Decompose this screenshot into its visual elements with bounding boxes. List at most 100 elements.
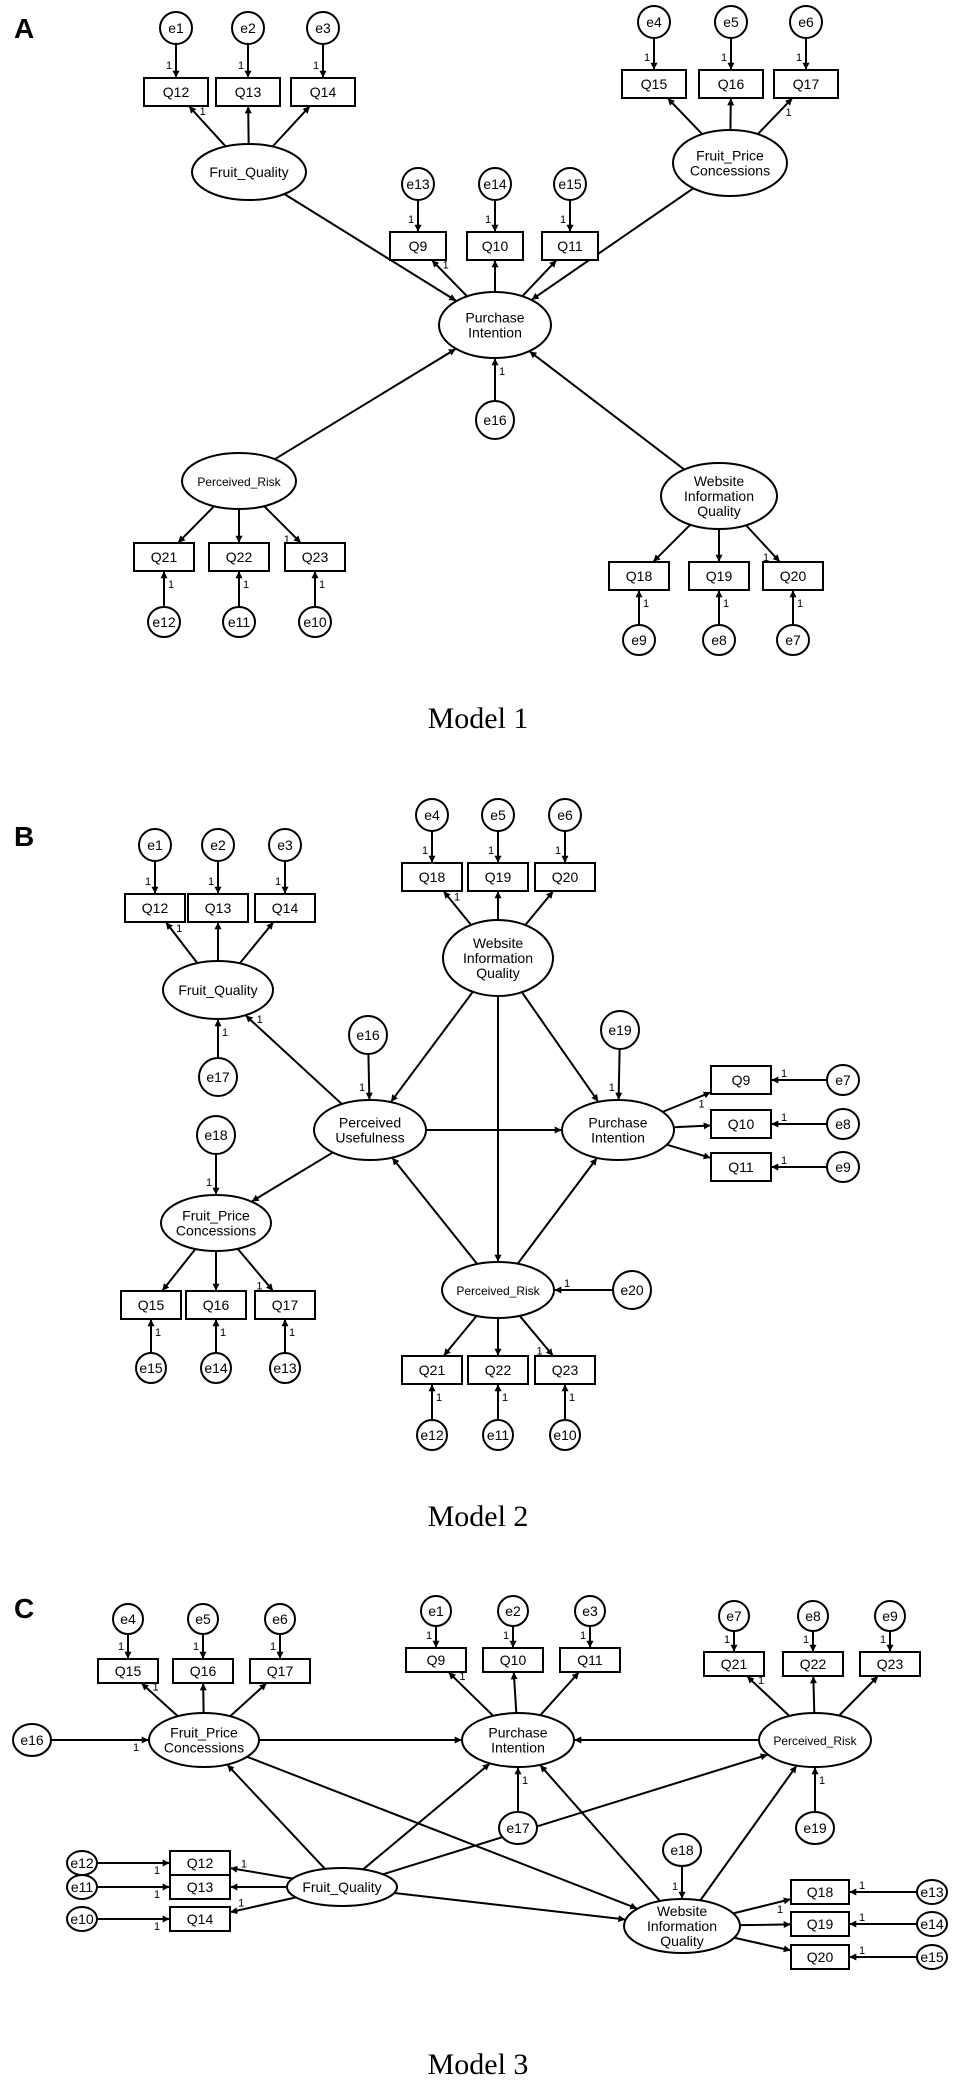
panel-a-weight-e9-q18: 1 <box>643 598 649 610</box>
panel-c-edge-fq-to-pi <box>362 1763 490 1871</box>
panel-b-node-q10-label: Q10 <box>728 1116 755 1132</box>
panel-b-node-fpc-ellipse <box>160 1194 272 1252</box>
panel-a-node-e7-circle <box>776 624 810 656</box>
panel-a-node-q11: Q11 <box>541 231 599 261</box>
panel-c-node-q11-label: Q11 <box>577 1652 603 1668</box>
panel-c-weight-e19-pr: 1 <box>819 1775 825 1787</box>
panel-b-node-q12-label: Q12 <box>142 900 169 916</box>
panel-a-node-e15-label: e15 <box>558 176 582 192</box>
panel-b-node-e4-label: e4 <box>424 807 440 823</box>
panel-b-node-q15-label: Q15 <box>138 1297 165 1313</box>
panel-c-edge-fq-to-wiq <box>394 1891 626 1923</box>
panel-a-node-q22: Q22 <box>208 542 270 572</box>
panel-c-node-q15: Q15 <box>97 1658 159 1684</box>
panel-b-node-e17-circle <box>198 1057 238 1097</box>
panel-c-node-q13-label: Q13 <box>187 1879 214 1895</box>
panel-a-node-q18-label: Q18 <box>626 568 653 584</box>
panel-b-node-q12: Q12 <box>124 893 186 923</box>
panel-c-node-e6-circle <box>264 1603 296 1635</box>
panel-c-node-q15-box <box>97 1658 159 1684</box>
panel-b-node-e8-circle <box>826 1108 860 1140</box>
panel-c-edge-fq-to-q12 <box>230 1865 293 1880</box>
panel-a-node-e6: e6 <box>789 5 823 39</box>
panel-b-weight-e5-q19: 1 <box>488 845 494 857</box>
panel-c-edge-pr-to-q21 <box>746 1675 791 1717</box>
panel-a-node-e16: e16 <box>475 400 515 440</box>
panel-c-node-q17-box <box>249 1658 311 1684</box>
panel-c-weight-e8-q22: 1 <box>803 1634 809 1646</box>
panel-a-node-e1-label: e1 <box>168 20 184 36</box>
panel-c-node-e2: e2 <box>497 1595 529 1627</box>
panel-c-node-e1-label: e1 <box>428 1603 444 1619</box>
panel-c-node-q9: Q9 <box>405 1647 467 1673</box>
panel-a-edge-fq-to-pi <box>283 193 457 302</box>
panel-c-weight-e15-q20: 1 <box>859 1945 865 1957</box>
panel-c-weight-pr-q21: 1 <box>758 1675 764 1687</box>
panel-c-node-e6: e6 <box>264 1603 296 1635</box>
panel-b-node-e5: e5 <box>481 798 515 832</box>
panel-b-node-q18-label: Q18 <box>419 869 446 885</box>
panel-c-node-e16-circle <box>12 1723 52 1757</box>
panel-a-node-q12-box <box>143 77 209 107</box>
panel-b-node-q21-box <box>401 1355 463 1385</box>
panel-a-node-pi-ellipse <box>438 291 552 359</box>
panel-b-node-q16: Q16 <box>185 1290 247 1320</box>
panel-b-node-q11: Q11 <box>710 1152 772 1182</box>
panel-a-weight-e8-q19: 1 <box>723 598 729 610</box>
panel-a-node-q22-label: Q22 <box>226 549 253 565</box>
panel-c-node-e17-label: e17 <box>506 1820 530 1836</box>
panel-a-edge-wiq-to-pi <box>529 350 685 471</box>
panel-b-node-q15: Q15 <box>120 1290 182 1320</box>
panel-c-node-q20-label: Q20 <box>807 1949 834 1965</box>
panel-b-node-e7-label: e7 <box>835 1072 851 1088</box>
panel-c-edge-wiq-to-pr <box>699 1765 797 1901</box>
panel-a-weight-e5-q16: 1 <box>721 52 727 64</box>
panel-c-node-e13-label: e13 <box>920 1884 944 1900</box>
panel-b-node-e9: e9 <box>826 1151 860 1183</box>
panel-b-node-e3-circle <box>268 828 302 862</box>
panel-a-node-q23-box <box>284 542 346 572</box>
panel-a-node-q14-label: Q14 <box>310 84 337 100</box>
panel-b-node-e20-circle <box>612 1270 652 1310</box>
panel-b-node-e1-label: e1 <box>147 837 163 853</box>
panel-c-node-e10-circle <box>66 1906 98 1932</box>
panel-c-node-e18-circle <box>662 1833 702 1867</box>
panel-c-node-q23: Q23 <box>859 1651 921 1677</box>
panel-b-weight-e19-pi: 1 <box>609 1082 615 1094</box>
panel-a-node-q19-label: Q19 <box>706 568 733 584</box>
panel-b-node-fq-ellipse <box>162 960 274 1020</box>
panel-c-node-e10: e10 <box>66 1906 98 1932</box>
panel-b-node-e10-label: e10 <box>553 1427 577 1443</box>
panel-c-node-e8-label: e8 <box>805 1608 821 1624</box>
panel-c-node-q11: Q11 <box>559 1647 621 1673</box>
panel-a-node-e16-label: e16 <box>483 412 507 428</box>
panel-a-node-e15: e15 <box>553 167 587 201</box>
panel-c-node-q15-label: Q15 <box>115 1663 142 1679</box>
panel-b-node-e2-label: e2 <box>210 837 226 853</box>
panel-c-node-e4-label: e4 <box>120 1611 136 1627</box>
panel-c-weight-e5-q16: 1 <box>193 1641 199 1653</box>
panel-b-weight-e18-fpc: 1 <box>206 1177 212 1189</box>
panel-b-node-e15-label: e15 <box>139 1360 163 1376</box>
panel-a-node-e8-circle <box>702 624 736 656</box>
panel-c-weight-e16-fpc: 1 <box>133 1742 139 1754</box>
panel-b-node-q17: Q17 <box>254 1290 316 1320</box>
panel-c-node-e15-circle <box>916 1944 948 1970</box>
panel-b-node-e7: e7 <box>826 1064 860 1096</box>
panel-c-node-e12-label: e12 <box>70 1855 94 1871</box>
panel-b-node-pr-label: Perceived_Risk <box>456 1284 540 1298</box>
panel-b-node-e19: e19 <box>600 1010 640 1050</box>
panel-c-node-e3: e3 <box>574 1595 606 1627</box>
panel-c-node-q22-label: Q22 <box>800 1656 827 1672</box>
panel-b-node-e11-label: e11 <box>487 1427 510 1443</box>
panel-b-node-q18-box <box>401 862 463 892</box>
panel-c-node-e19-label: e19 <box>803 1820 827 1836</box>
panel-a-weight-e13-q9: 1 <box>408 214 414 226</box>
panel-b-weight-e16-pu: 1 <box>359 1082 365 1094</box>
panel-a-weight-e15-q11: 1 <box>560 214 566 226</box>
panel-c-caption: Model 3 <box>428 2048 529 2081</box>
panel-b-node-e7-circle <box>826 1064 860 1096</box>
